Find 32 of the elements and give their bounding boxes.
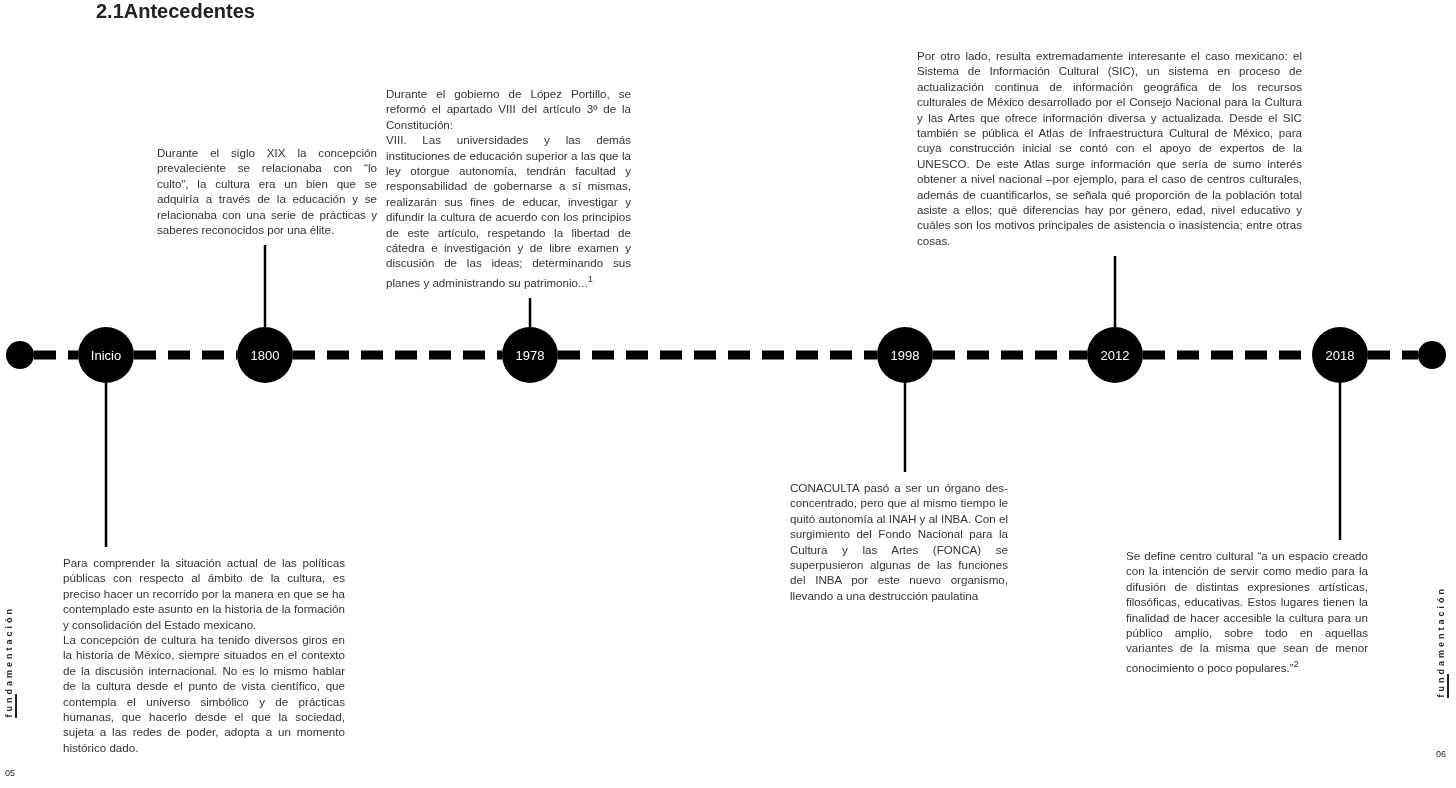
leader-line (903, 383, 907, 472)
running-header: fundamentación (1436, 586, 1446, 698)
page-number: 05 (5, 768, 15, 778)
timeline-line (34, 350, 78, 360)
timeline-line (933, 350, 1087, 360)
year-marker: Inicio (78, 327, 134, 383)
event-description: Se define centro cultural “a un espacio creado con la intención de servir como medio para la difusión de distintas expresiones artísticas, filosóficas, educativas. Estos lugares tienen la finalidad de hacer accesible la cultura para un público amplio, sobre todo en aquellas variantes de la misma que sean de menor conocimiento o poco populares.”$^{2}$ (1126, 548, 1368, 676)
section-title: 2.1Antecedentes (96, 0, 255, 23)
leader-line (1113, 256, 1117, 327)
timeline-line (558, 350, 877, 360)
leader-line (263, 245, 267, 327)
year-marker: 1998 (877, 327, 933, 383)
year-marker: 1800 (237, 327, 293, 383)
leader-line (528, 298, 532, 327)
event-paragraph: Para comprender la situación actual de las políticas públicas con respecto al ámbito de la cultura, es preciso hacer un recorrido por la manera en que se ha contemplado este asunto en la historia de la formación y consolidación del Estado mexicano. (63, 555, 345, 633)
page-number: 06 (1436, 749, 1446, 759)
timeline-line (1368, 350, 1418, 360)
event-paragraph: VIII. Las universidades y las demás instituciones de educación superior a las que la ley otorgue autonomía, tendrán facultad y responsabilidad de gobernarse a sí mismas, realizarán sus fines de educar, investigar y difundir la cultura de acuerdo con los principios de este artículo, respetando la libertad de cátedra e investigación y de libre examen y discusión de las ideas; determinando sus planes y administrando su patrimonio...$^{1}$ (386, 132, 631, 291)
year-marker: 2018 (1312, 327, 1368, 383)
timeline-line (293, 350, 502, 360)
event-paragraph: Durante el gobierno de López Portillo, se reformó el apartado VIII del artículo 3º de la Constitución: (386, 86, 631, 133)
running-header: fundamentación (4, 606, 14, 718)
event-description: CONACULTA pasó a ser un órgano des-concentrado, pero que al mismo tiempo le quitó autonomía al INAH y al INBA. Con el surgimiento del Fondo Nacional para la Cultura y las Artes (FONCA) se superpusieron algunas de las funciones del INBA por este nuevo organismo, llevando a una destrucción paulatina (790, 480, 1008, 604)
leader-line (1338, 383, 1342, 540)
event-paragraph: La concepción de cultura ha tenido diversos giros en la historia de México, siempre situados en el contexto de la discusión internacional. No es lo mismo hablar de la cultura desde el punto de vista científico, que contempla el universo simbólico y de prácticas humanas, que hacerlo desde el que la sociedad, sujeta a las redes de poder, adopta a un momento histórico dado. (63, 632, 345, 756)
event-description: Durante el siglo XIX la concepción prevaleciente se relacionaba con “lo culto”, la cultura era un bien que se adquiría a través de la educación y se relacionaba con una serie de prácticas y saberes reconocidos por una élite. (157, 145, 377, 238)
timeline-end-dot (6, 341, 34, 369)
event-description: Por otro lado, resulta extremadamente interesante el caso mexicano: el Sistema de Información Cultural (SIC), un sistema en proceso de actualización continua de información geográfica de los recursos culturales de México desarrollado por el Consejo Nacional para la Cultura y las Artes que ofrece información diversa y actualizada. Desde el SIC también se pública el Atlas de Infraestructura Cultural de México, para cuya construcción inicial se contó con el apoyo de expertos de la UNESCO. De este Atlas surge información que sería de sumo interés obtener a nivel nacional –por ejemplo, para el caso de centros culturales, además de cuantificarlos, se señala qué proporción de la población total asiste a ellos; qué diferencias hay por género, edad, nivel educativo y cuáles son los motivos principales de asistencia o inasistencia; entre otras cosas. (917, 48, 1302, 249)
timeline-end-dot (1418, 341, 1446, 369)
year-marker: 1978 (502, 327, 558, 383)
leader-line (104, 383, 108, 547)
year-marker: 2012 (1087, 327, 1143, 383)
